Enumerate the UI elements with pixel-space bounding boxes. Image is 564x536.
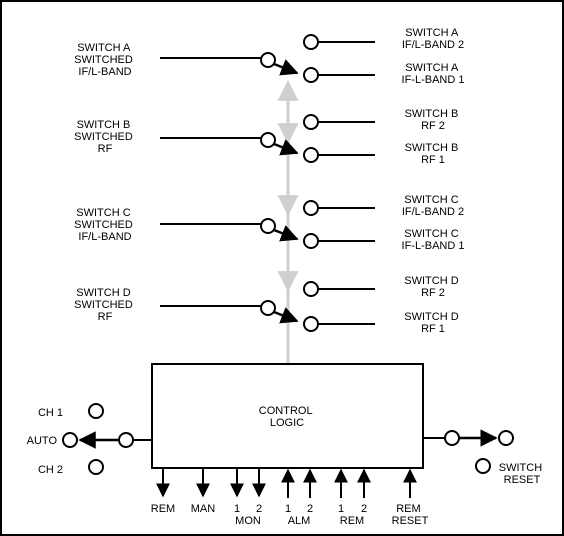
mode-common-terminal (118, 432, 134, 448)
alm-group-label: ALM (288, 515, 311, 527)
switch-a-terminal-2 (303, 34, 319, 50)
switch-c-common-terminal (260, 218, 276, 234)
control-logic-label: CONTROL LOGIC (259, 405, 315, 429)
switch-c-terminal-1 (303, 233, 319, 249)
switch-d-output-1-label: SWITCH D RF 1 (404, 311, 461, 335)
switch-c-output-2-label: SWITCH C IF/L-BAND 2 (402, 194, 464, 218)
switch-a-terminal-1 (303, 67, 319, 83)
switch-a-arm (273, 59, 299, 76)
switch-c (160, 200, 375, 249)
ch2-label: CH 2 (38, 464, 63, 476)
switch-d (160, 281, 375, 332)
switch-a (160, 34, 375, 83)
mon-2-label: 2 (256, 503, 262, 515)
switch-a-output-1-label: SWITCH A IF-L-BAND 1 (402, 62, 465, 86)
ch1-terminal (88, 403, 104, 419)
switch-c-terminal-2 (303, 200, 319, 216)
switch-b-common-terminal (260, 132, 276, 148)
switch-c-arm (273, 225, 299, 242)
reset-common-terminal (444, 430, 460, 446)
rem-group-label: REM (340, 515, 364, 527)
switch-c-output-1-label: SWITCH C IF-L-BAND 1 (402, 228, 465, 252)
alm-2-label: 2 (307, 503, 313, 515)
mon-group-label: MON (235, 515, 261, 527)
ch2-terminal (88, 459, 104, 475)
reset-output-terminal (498, 430, 514, 446)
alm-1-label: 1 (285, 503, 291, 515)
switch-reset-label: SWITCH RESET (499, 462, 545, 486)
auto-terminal (62, 432, 78, 448)
switch-d-arm (273, 307, 299, 324)
switch-a-input-label: SWITCH A SWITCHED IF/L-BAND (74, 42, 136, 78)
rem-out-label: REM (151, 503, 175, 515)
man-out-label: MAN (191, 503, 216, 515)
switch-d-terminal-1 (303, 316, 319, 332)
switch-a-common-terminal (260, 52, 276, 68)
switch-c-input-label: SWITCH C SWITCHED IF/L-BAND (74, 207, 136, 243)
rem-1-label: 1 (338, 503, 344, 515)
switch-d-input-label: SWITCH D SWITCHED RF (74, 287, 136, 323)
control-logic-box (151, 363, 424, 469)
switch-b (160, 114, 375, 163)
mon-1-label: 1 (234, 503, 240, 515)
switch-b-terminal-1 (303, 147, 319, 163)
switch-b-terminal-2 (303, 114, 319, 130)
ch1-label: CH 1 (38, 407, 63, 419)
rem-reset-label: REM RESET (392, 503, 429, 527)
switch-b-output-1-label: SWITCH B RF 1 (405, 142, 462, 166)
switch-reset-terminal (475, 458, 491, 474)
switch-b-output-2-label: SWITCH B RF 2 (405, 108, 462, 132)
switch-b-input-label: SWITCH B SWITCHED RF (74, 119, 136, 155)
switch-d-output-2-label: SWITCH D RF 2 (404, 275, 461, 299)
switch-d-common-terminal (260, 300, 276, 316)
auto-label: AUTO (27, 435, 58, 447)
rem-2-label: 2 (361, 503, 367, 515)
switch-a-output-2-label: SWITCH A IF/L-BAND 2 (402, 27, 464, 51)
switch-b-arm (273, 139, 299, 156)
switch-d-terminal-2 (303, 281, 319, 297)
